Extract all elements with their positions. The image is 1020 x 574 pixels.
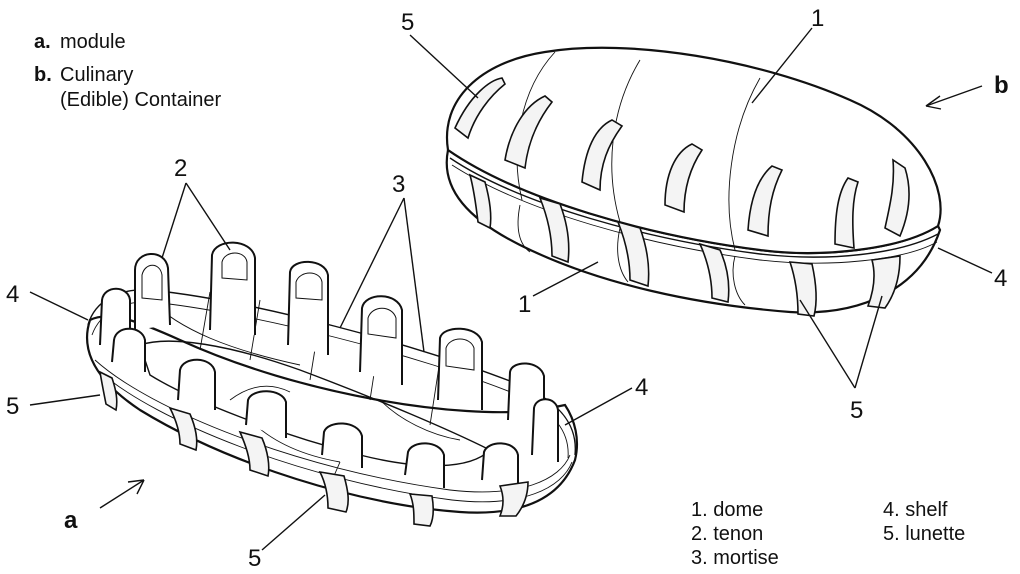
legend-item-shelf: 4. shelf bbox=[883, 499, 948, 521]
callout-1-side: 1 bbox=[518, 291, 531, 318]
legend-item-tenon: 2. tenon bbox=[691, 523, 763, 545]
callout-5-left: 5 bbox=[6, 393, 19, 420]
container-b-shelf bbox=[449, 157, 939, 258]
container-b-top-lunettes bbox=[454, 77, 910, 250]
arrow-b bbox=[925, 85, 983, 110]
callout-4-left: 4 bbox=[6, 281, 19, 308]
container-b bbox=[445, 46, 942, 317]
container-b-bottom-lunettes bbox=[468, 173, 901, 317]
legend-item-dome: 1. dome bbox=[691, 499, 763, 521]
callout-4-right: 4 bbox=[994, 265, 1007, 292]
module-a bbox=[85, 241, 579, 527]
callout-5-bottom: 5 bbox=[248, 545, 261, 572]
legend-top-left: a. module b. Culinary (Edible) Container bbox=[34, 31, 222, 111]
legend-a-text: module bbox=[60, 31, 126, 53]
callout-5-top-left: 5 bbox=[401, 9, 414, 36]
legend-item-lunette: 5. lunette bbox=[883, 523, 965, 545]
callout-b: b bbox=[994, 72, 1009, 99]
module-a-tenons-front bbox=[99, 287, 559, 488]
legend-b-key: b. bbox=[34, 64, 52, 86]
legend-a-key: a. bbox=[34, 31, 51, 53]
callout-4-middle: 4 bbox=[635, 374, 648, 401]
legend-b-text-line2: (Edible) Container bbox=[60, 89, 222, 111]
legend-b-text-line1: Culinary bbox=[60, 64, 133, 86]
callout-3-mortise: 3 bbox=[392, 171, 405, 198]
callout-5-right: 5 bbox=[850, 397, 863, 424]
leader-lines bbox=[29, 27, 993, 551]
arrow-a bbox=[99, 479, 145, 509]
module-a-lunettes bbox=[98, 370, 529, 527]
module-a-tenons-back bbox=[134, 241, 545, 430]
callout-1-top: 1 bbox=[811, 5, 824, 32]
callout-a: a bbox=[64, 507, 78, 534]
callout-2-tenon: 2 bbox=[174, 155, 187, 182]
legend-item-mortise: 3. mortise bbox=[691, 547, 779, 569]
legend-bottom-right: 1. dome 2. tenon 3. mortise 4. shelf 5. … bbox=[691, 499, 965, 569]
